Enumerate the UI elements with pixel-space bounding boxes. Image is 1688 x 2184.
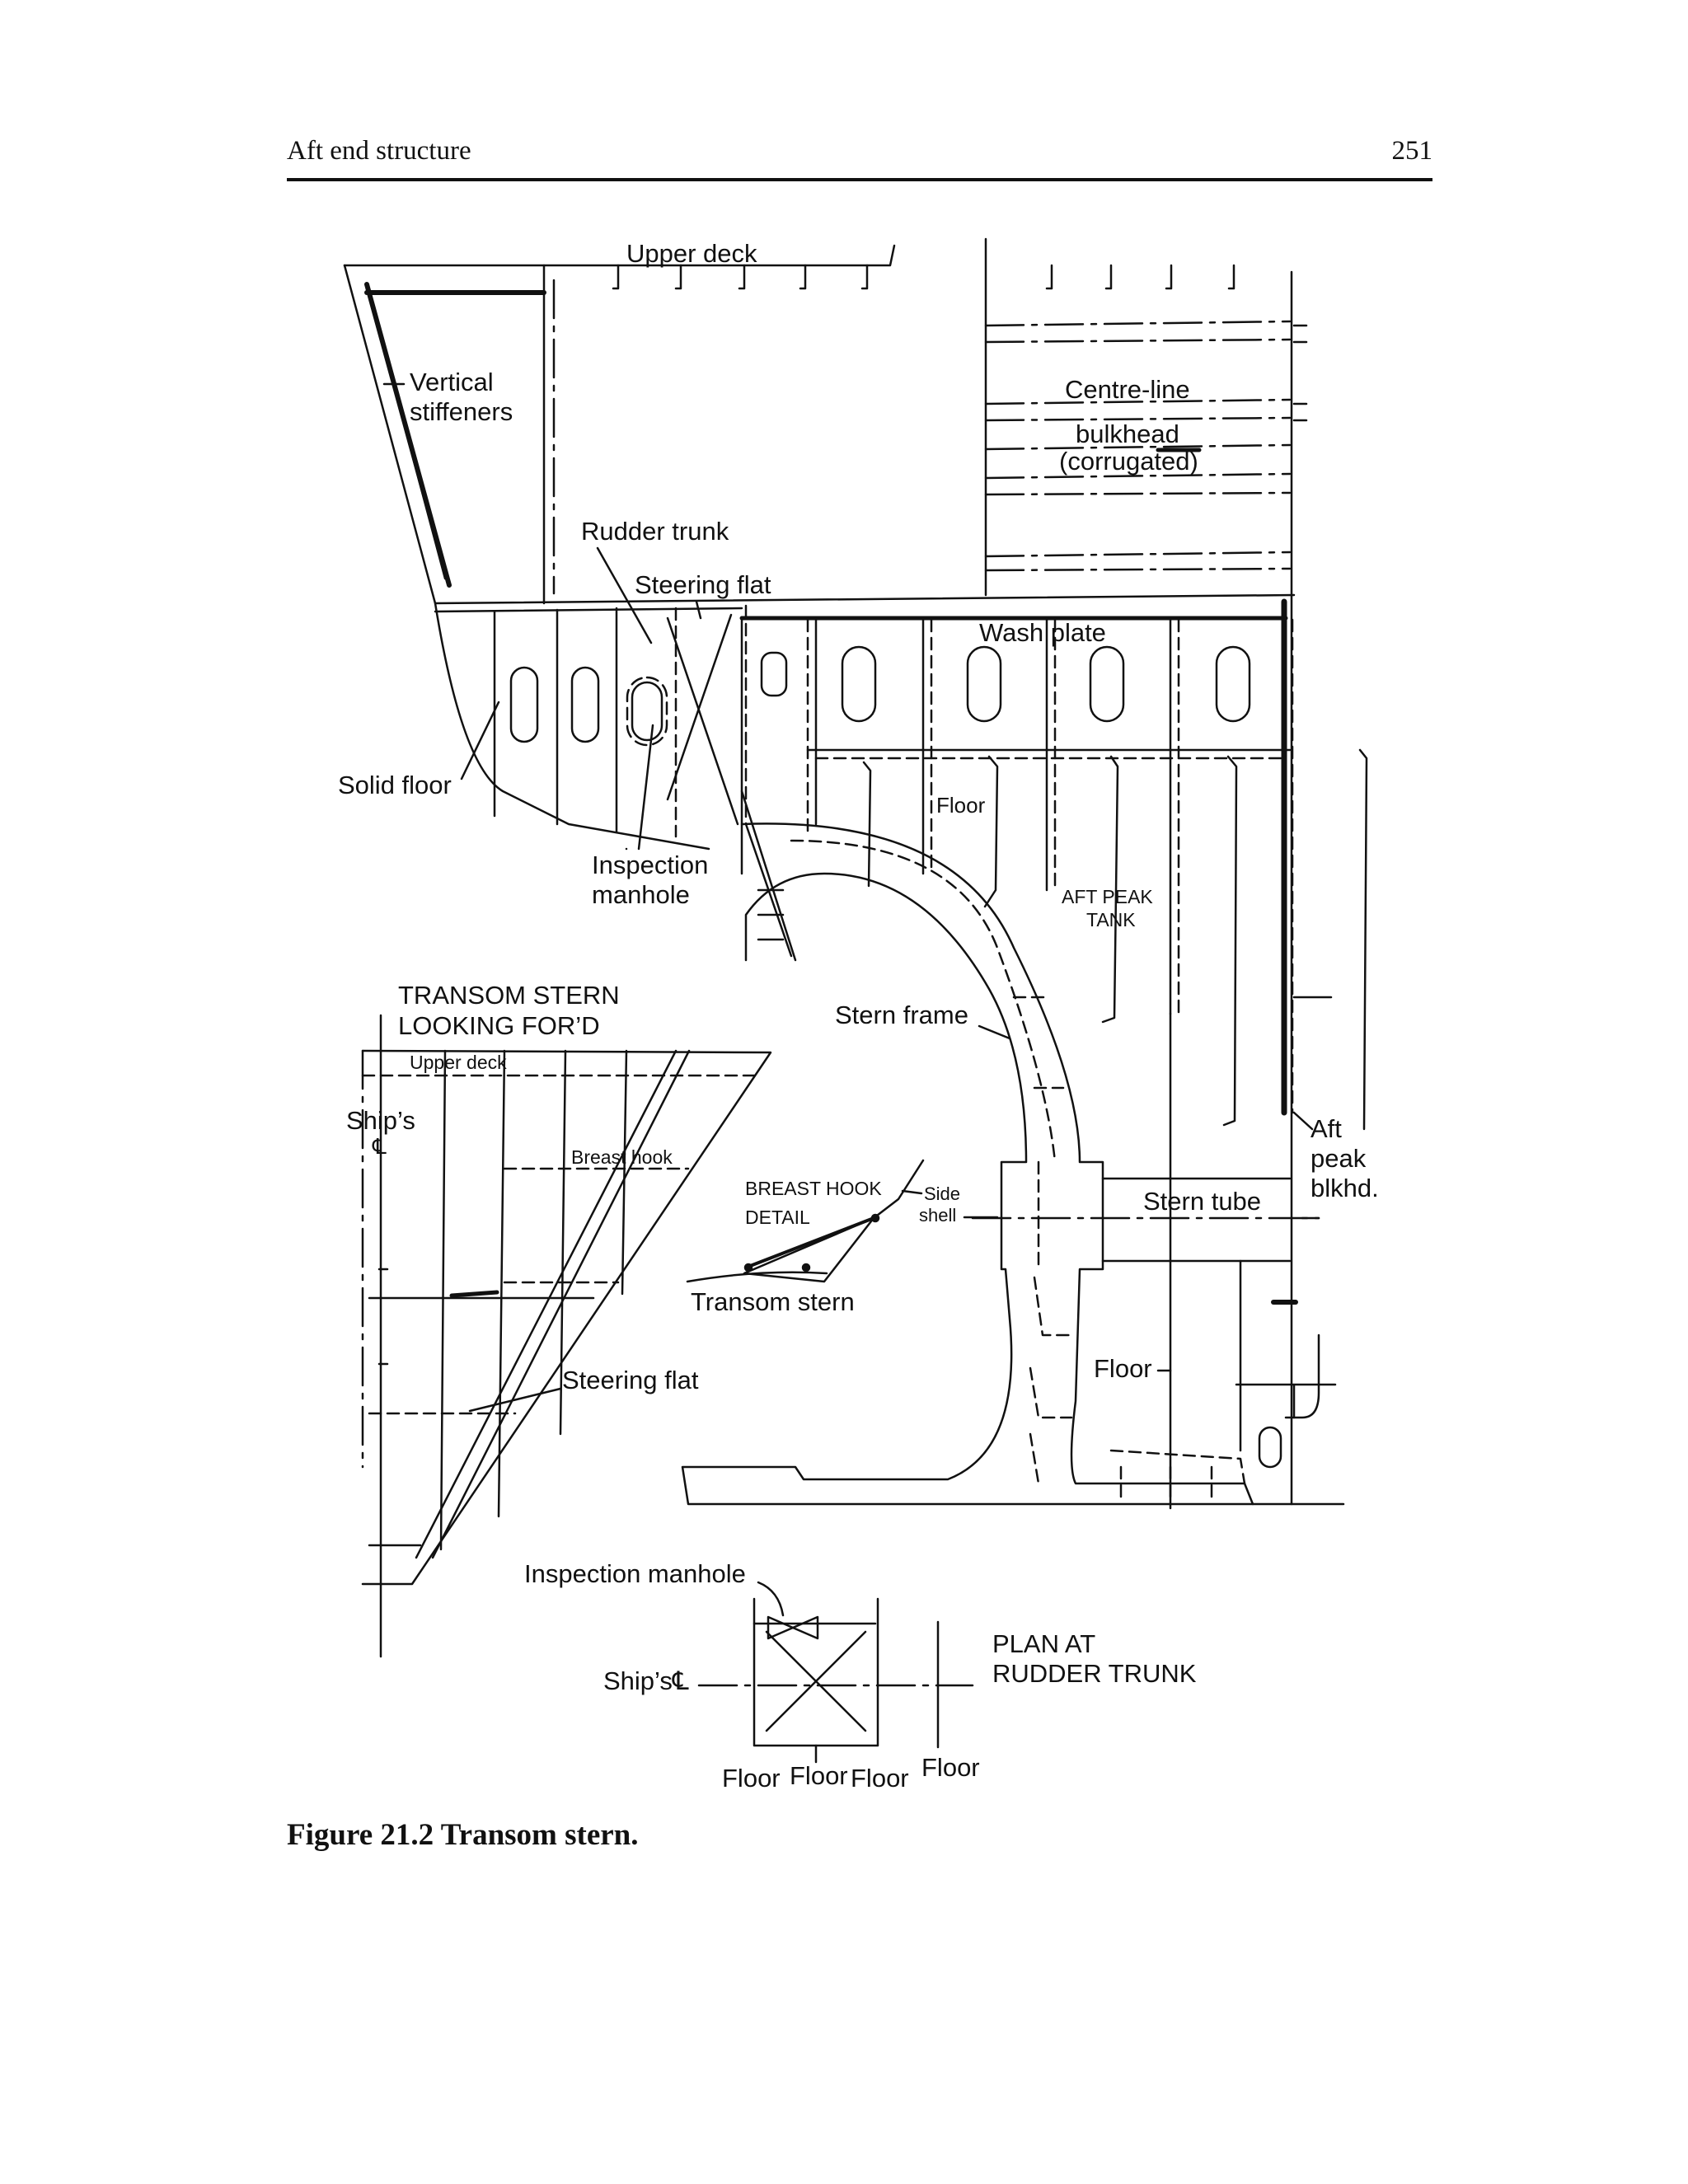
label-vertical-stiffeners-2: stiffeners [410, 397, 513, 426]
label-solid-floor: Solid floor [338, 771, 452, 799]
detail-title-1: BREAST HOOK [745, 1178, 882, 1199]
stern-frame [681, 823, 1337, 1506]
floor-frames [493, 604, 748, 838]
label-centre-line-1: Centre-line [1065, 375, 1190, 404]
rudder-trunk-blocks [740, 790, 797, 962]
plan-label-floor-3: Floor [851, 1764, 909, 1793]
label-wash-plate: Wash plate [979, 618, 1106, 647]
plan-label-inspection-manhole: Inspection manhole [524, 1559, 746, 1588]
detail-title-2: DETAIL [745, 1207, 810, 1228]
page-number: 251 [1391, 136, 1433, 166]
tank-stiffeners [862, 748, 1368, 1510]
main-profile-view: Upper deck Vertical stiffeners Centre-li… [338, 237, 1379, 1510]
transom-label-upper-deck: Upper deck [410, 1052, 507, 1073]
transom-label-breast-hook: Breast hook [571, 1146, 673, 1168]
label-upper-deck: Upper deck [626, 239, 757, 268]
detail-label-transom-stern: Transom stern [691, 1287, 855, 1316]
label-centre-line-2: bulkhead [1076, 419, 1179, 448]
aft-peak-frames [740, 616, 1294, 1114]
header-rule [287, 178, 1432, 181]
breast-hook-detail: BREAST HOOK DETAIL Side shell Transom st… [686, 1159, 999, 1316]
plan-title-2: RUDDER TRUNK [992, 1659, 1197, 1688]
label-stern-tube: Stern tube [1143, 1187, 1261, 1216]
transom-shell [343, 264, 710, 851]
transom-view-title-2: LOOKING FOR’D [398, 1011, 600, 1040]
centre-line-bulkhead [984, 237, 1333, 1506]
label-steering-flat: Steering flat [635, 570, 771, 599]
label-stern-frame: Stern frame [835, 1001, 968, 1029]
label-aft-peak-tank-2: TANK [1086, 909, 1136, 930]
label-inspection-manhole-1: Inspection [592, 851, 708, 879]
transom-view-title-1: TRANSOM STERN [398, 981, 620, 1010]
lightening-holes [509, 645, 1251, 747]
transom-view: TRANSOM STERN LOOKING FOR’D Upper deck S… [346, 981, 772, 1658]
label-inspection-manhole-2: manhole [592, 880, 690, 909]
transom-label-ships-cl-1: Ship’s [346, 1106, 415, 1135]
label-floor-top: Floor [936, 793, 986, 818]
figure-caption: Figure 21.2 Transom stern. [287, 1818, 639, 1852]
plan-label-ships-cl: Ship’s℄ [603, 1666, 689, 1695]
plan-label-floor-1: Floor [722, 1764, 781, 1793]
plan-label-floor-2: Floor [790, 1761, 848, 1790]
label-centre-line-3: (corrugated) [1059, 447, 1198, 476]
label-floor-lower: Floor [1094, 1354, 1152, 1383]
stern-tube [971, 1177, 1320, 1263]
label-aft-peak-blkhd-1: Aft [1311, 1114, 1342, 1143]
detail-label-side-2: shell [919, 1205, 956, 1226]
plan-label-floor-4: Floor [921, 1753, 980, 1782]
upper-deck-line [343, 244, 896, 267]
label-aft-peak-blkhd-2: peak [1311, 1144, 1367, 1173]
running-head: Aft end structure 251 [287, 136, 1432, 177]
plan-at-rudder-trunk: Inspection manhole Ship’s℄ PLAN AT RUDDE… [524, 1559, 1197, 1793]
label-aft-peak-blkhd-3: blkhd. [1311, 1174, 1379, 1202]
label-aft-peak-tank-1: AFT PEAK [1062, 886, 1153, 907]
steering-flat-deck [434, 593, 1296, 605]
transom-label-steering-flat: Steering flat [562, 1366, 699, 1394]
plan-title-1: PLAN AT [992, 1629, 1095, 1658]
label-vertical-stiffeners-1: Vertical [410, 368, 494, 396]
deck-stiffener-hooks [612, 264, 1236, 290]
label-rudder-trunk: Rudder trunk [581, 517, 729, 546]
section-title: Aft end structure [287, 136, 471, 166]
transom-label-ships-cl-2: ℄ [372, 1134, 387, 1159]
detail-label-side-1: Side [924, 1183, 960, 1204]
